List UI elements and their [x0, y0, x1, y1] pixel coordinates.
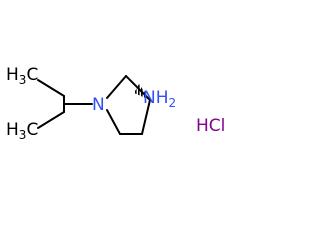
bond-c3-c4 [141, 99, 151, 135]
bond-n-c5 [106, 109, 121, 135]
amine-label: NH2 [143, 88, 176, 110]
hcl-salt-label: HCl [196, 116, 225, 136]
methyl-bottom-label: H3C [6, 120, 38, 142]
bond-methyl-top [37, 79, 65, 97]
bond-methyl-bottom [37, 111, 65, 129]
ring-nitrogen-label: N [92, 95, 105, 115]
structural-formula: H3C H3C N NH2 HCl [6, 65, 225, 142]
hashed-wedge-bond [134, 84, 150, 100]
bond-n-c2 [106, 75, 127, 99]
methyl-top-label: H3C [6, 65, 38, 87]
